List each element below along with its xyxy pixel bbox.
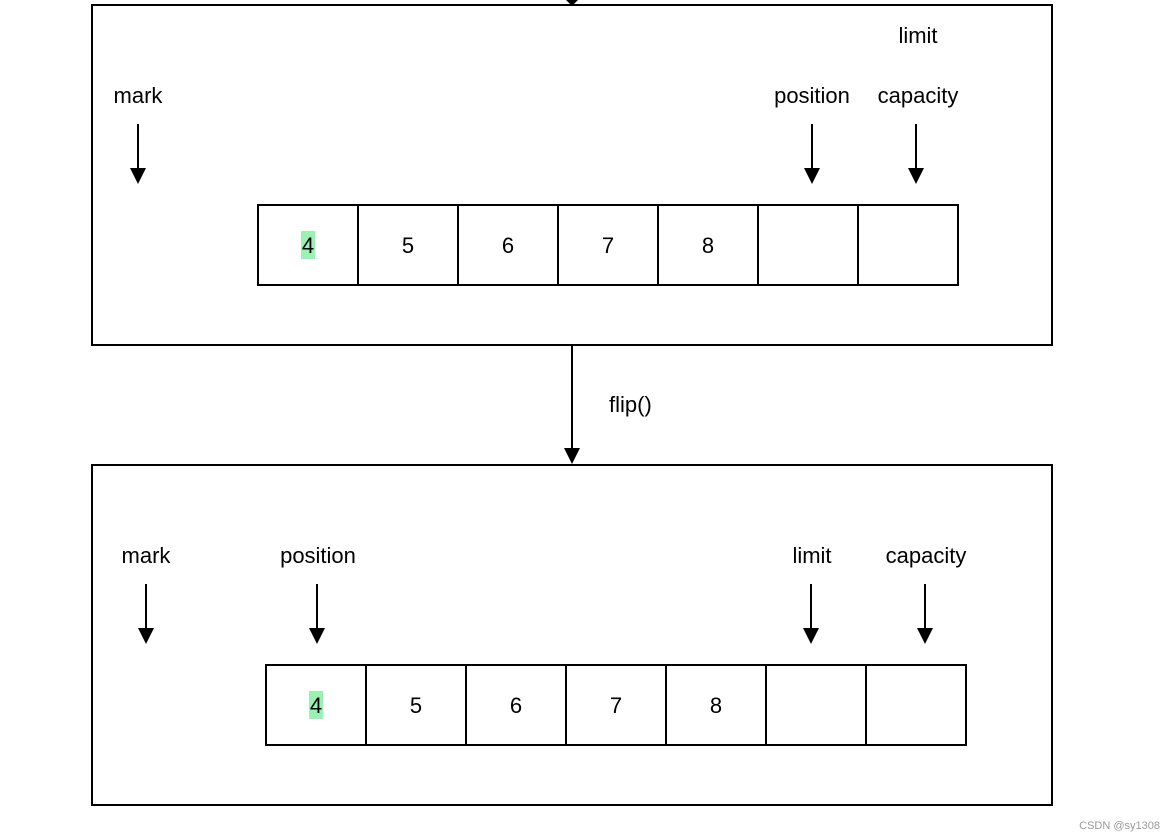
- watermark: CSDN @sy1308: [1079, 820, 1160, 832]
- top-buffer-cell-value: 6: [502, 233, 514, 258]
- bottom-position-label: position: [280, 543, 356, 568]
- top-buffer-cell: 7: [557, 204, 659, 286]
- top-buffer-cell-value: 8: [702, 233, 714, 258]
- bottom-position-arrow: [309, 584, 325, 644]
- top-highlight-mark: [301, 231, 315, 259]
- bottom-buffer-cell-value: 4: [310, 693, 322, 718]
- top-buffer-cell: [857, 204, 959, 286]
- bottom-buffer-cell: 6: [465, 664, 567, 746]
- bottom-limit-label: limit: [792, 543, 831, 568]
- bottom-mark-arrow: [138, 584, 154, 644]
- flip-transition: flip(): [564, 346, 652, 464]
- bottom-buffer-cell: [865, 664, 967, 746]
- top-limit-label: limit: [898, 23, 937, 48]
- bottom-buffer-cell: 4: [265, 664, 367, 746]
- top-buffer-cells: 4 5 6 7 8: [257, 204, 959, 286]
- bottom-buffer-cell-value: 7: [610, 693, 622, 718]
- bottom-buffer-cell-value: 8: [710, 693, 722, 718]
- top-buffer-cell-value: 4: [302, 233, 314, 258]
- top-buffer-cell: 5: [357, 204, 459, 286]
- top-buffer-cell: [757, 204, 859, 286]
- bottom-buffer-cell: 7: [565, 664, 667, 746]
- top-capacity-arrow: [908, 124, 924, 184]
- bottom-buffer-cell-value: 6: [510, 693, 522, 718]
- bottom-buffer-cell: [765, 664, 867, 746]
- top-buffer-cell: 4: [257, 204, 359, 286]
- top-panel-frame: [91, 4, 1053, 346]
- top-mark-arrow: [130, 124, 146, 184]
- top-panel: limit mark position capacity 4 5 6 7 8: [91, 4, 1053, 346]
- bottom-capacity-arrow: [917, 584, 933, 644]
- bottom-buffer-cell: 5: [365, 664, 467, 746]
- top-buffer-cell: 8: [657, 204, 759, 286]
- bottom-capacity-label: capacity: [886, 543, 967, 568]
- top-position-label: position: [774, 83, 850, 108]
- top-mark-label: mark: [114, 83, 164, 108]
- top-buffer-cell-value: 5: [402, 233, 414, 258]
- bottom-mark-label: mark: [122, 543, 172, 568]
- top-buffer-cell: 6: [457, 204, 559, 286]
- incoming-arrow: [566, 0, 578, 6]
- bottom-highlight-mark: [309, 691, 323, 719]
- bottom-buffer-cell: 8: [665, 664, 767, 746]
- bottom-limit-arrow: [803, 584, 819, 644]
- bottom-panel-frame: [91, 464, 1053, 806]
- top-capacity-label: capacity: [878, 83, 959, 108]
- flip-label: flip(): [609, 392, 652, 417]
- bottom-buffer-cells: 4 5 6 7 8: [265, 664, 967, 746]
- bottom-panel: mark position limit capacity 4 5 6 7 8: [91, 464, 1053, 806]
- top-buffer-cell-value: 7: [602, 233, 614, 258]
- bottom-buffer-cell-value: 5: [410, 693, 422, 718]
- top-position-arrow: [804, 124, 820, 184]
